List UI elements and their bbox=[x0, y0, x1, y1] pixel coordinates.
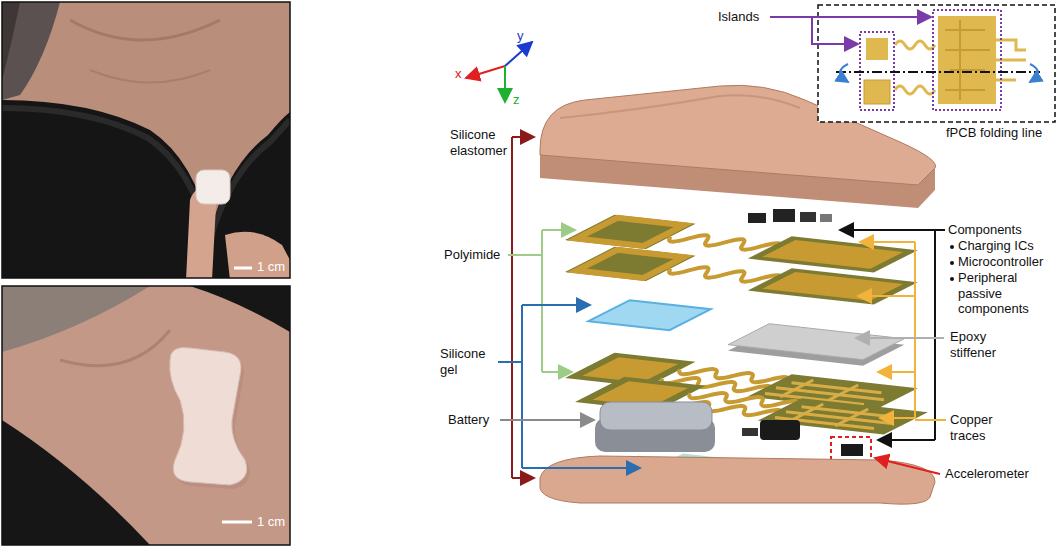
leader-arrow bbox=[542, 371, 572, 373]
photo-front bbox=[2, 2, 290, 278]
component bbox=[748, 213, 766, 223]
microcontroller bbox=[760, 420, 800, 440]
part-label: Components bbox=[948, 222, 1022, 238]
bullet-dot bbox=[950, 277, 954, 281]
leader-line bbox=[521, 305, 523, 468]
part-label: Silicone gel bbox=[440, 346, 496, 377]
leader-arrow bbox=[812, 17, 858, 44]
neck-shade bbox=[60, 330, 170, 366]
battery bbox=[600, 402, 712, 430]
accelerometer-chip bbox=[841, 444, 863, 456]
shirt bbox=[2, 100, 290, 278]
z-axis bbox=[504, 66, 506, 102]
folding-line bbox=[836, 71, 1040, 73]
part-label: fPCB folding line bbox=[946, 125, 1042, 141]
leader-line bbox=[508, 254, 542, 256]
scale-bar bbox=[222, 521, 252, 524]
background bbox=[2, 2, 60, 100]
axis-label: x bbox=[455, 66, 462, 82]
shirt bbox=[190, 286, 290, 332]
thumb bbox=[225, 232, 290, 278]
copper-island bbox=[938, 16, 996, 104]
photo-side bbox=[2, 286, 290, 545]
device bbox=[196, 170, 230, 204]
part-label: Copper traces bbox=[950, 412, 1010, 443]
fold-arrow bbox=[840, 64, 848, 82]
collar bbox=[2, 108, 290, 240]
leader-arrow bbox=[522, 304, 590, 306]
device bbox=[170, 348, 247, 486]
component bbox=[742, 428, 758, 436]
leader-line bbox=[934, 230, 936, 440]
epoxy-layer bbox=[728, 324, 904, 360]
copper-pad bbox=[864, 80, 890, 104]
leader-arrow bbox=[512, 136, 534, 138]
leader-line bbox=[915, 419, 946, 421]
photo-border bbox=[2, 2, 290, 278]
leader-arrow bbox=[860, 241, 915, 243]
scale-label: 1 cm bbox=[257, 259, 285, 275]
background bbox=[2, 286, 150, 352]
bracket bbox=[511, 137, 513, 478]
leader-arrow bbox=[875, 458, 940, 474]
bullet-dot bbox=[950, 261, 954, 265]
copper-pad bbox=[866, 38, 888, 60]
leader-line bbox=[498, 361, 522, 363]
leader-arrow bbox=[770, 16, 931, 18]
serpentine-trace bbox=[895, 41, 935, 94]
part-label: Battery bbox=[448, 412, 489, 428]
leader-arrow bbox=[858, 295, 915, 297]
component bbox=[773, 209, 795, 222]
neck-shade bbox=[70, 20, 220, 40]
skin bbox=[2, 286, 290, 545]
x-axis bbox=[466, 66, 505, 78]
leader-arrow bbox=[878, 371, 915, 373]
photo-border bbox=[2, 286, 290, 545]
fold-arrow bbox=[1030, 64, 1038, 82]
list-item: Microcontroller bbox=[958, 254, 1043, 270]
leader-arrow bbox=[880, 417, 915, 419]
leader-arrow bbox=[542, 229, 575, 231]
y-axis bbox=[505, 42, 532, 66]
part-label: Epoxy stiffener bbox=[950, 329, 1014, 360]
part-label: Polyimide bbox=[444, 247, 500, 263]
scale-bar bbox=[234, 267, 252, 270]
part-label: Accelerometer bbox=[945, 466, 1029, 482]
scale-label: 1 cm bbox=[257, 514, 285, 530]
part-label: Islands bbox=[718, 9, 759, 25]
gel-layer bbox=[589, 300, 711, 330]
silicone-elastomer-bottom bbox=[540, 456, 935, 504]
leader-arrow bbox=[512, 477, 534, 479]
leader-line bbox=[914, 242, 916, 418]
neck-shade bbox=[90, 70, 210, 83]
part-label: Silicone elastomer bbox=[450, 127, 510, 158]
leader-arrow bbox=[878, 439, 935, 441]
shirt bbox=[2, 420, 150, 545]
leader-arrow bbox=[840, 229, 935, 231]
copper-trace bbox=[945, 20, 990, 100]
leader-arrow bbox=[522, 467, 640, 469]
component bbox=[800, 212, 816, 222]
highlight-box bbox=[831, 437, 871, 461]
background bbox=[2, 2, 20, 80]
axis-label: z bbox=[513, 92, 520, 108]
list-item: Peripheral passive components bbox=[958, 270, 1036, 317]
leader-arrow bbox=[500, 419, 594, 421]
axis-label: y bbox=[517, 28, 524, 44]
list-item: Charging ICs bbox=[958, 238, 1034, 254]
inset-box bbox=[818, 5, 1055, 122]
leader-arrow bbox=[856, 337, 944, 339]
elastomer-shade bbox=[560, 95, 800, 118]
island-outline bbox=[933, 10, 1001, 110]
epoxy-stiffener bbox=[728, 324, 904, 360]
bullet-dot bbox=[950, 245, 954, 249]
leader-line bbox=[935, 229, 945, 231]
leader-line bbox=[541, 230, 543, 372]
component bbox=[820, 214, 832, 222]
silicone-gel bbox=[589, 300, 711, 330]
